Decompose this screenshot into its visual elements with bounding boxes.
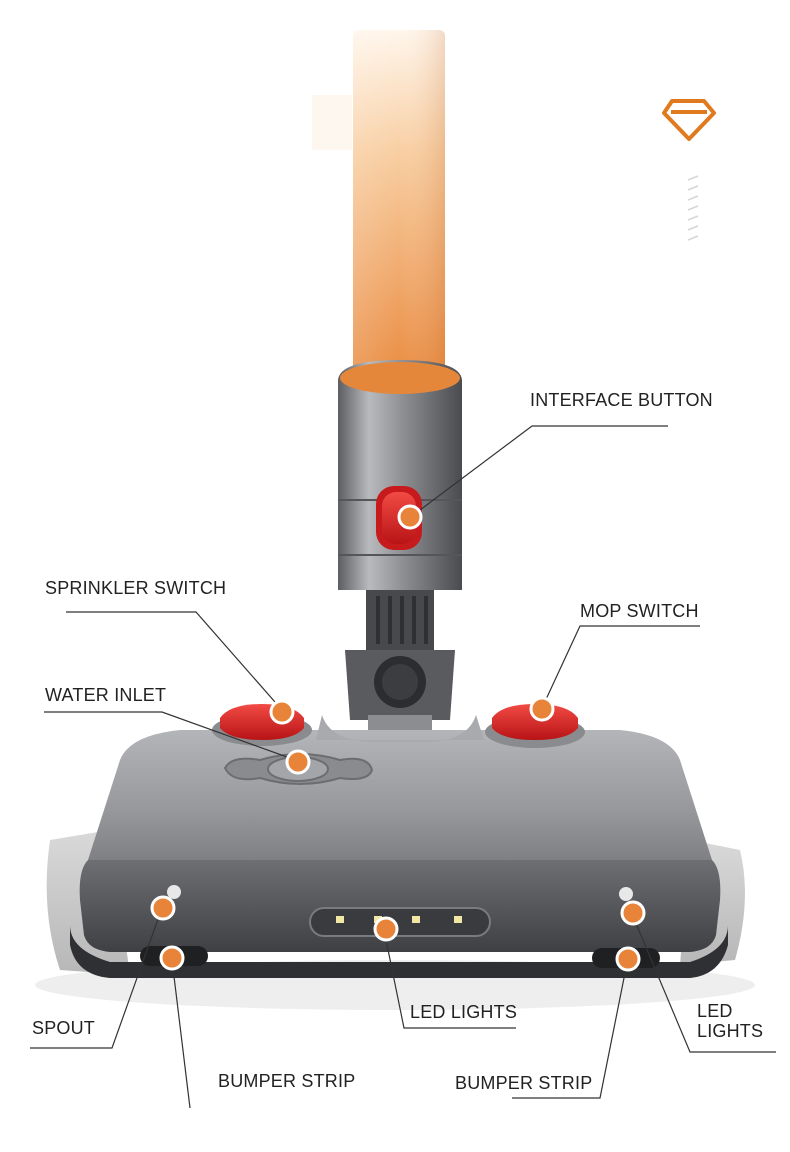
decorative-hatch [687, 175, 699, 241]
marker-water-inlet [285, 749, 311, 775]
label-led-lights-right-line2: LIGHTS [697, 1021, 764, 1041]
connector-housing [338, 360, 462, 590]
spout-left-shape [167, 885, 181, 899]
label-mop-switch: MOP SWITCH [580, 601, 699, 621]
markers [150, 504, 646, 972]
handle-tube [312, 30, 445, 390]
label-sprinkler-switch: SPRINKLER SWITCH [45, 578, 227, 598]
marker-bumper-strip-left [159, 945, 185, 971]
marker-mop-switch [529, 696, 555, 722]
label-water-inlet: WATER INLET [45, 685, 167, 705]
label-led-lights-right-line1: LED [697, 1001, 733, 1021]
marker-bumper-strip-right [615, 946, 641, 972]
marker-interface-button [397, 504, 423, 530]
diamond-icon [662, 99, 716, 141]
label-led-lights-center: LED LIGHTS [410, 1002, 518, 1022]
leader-lines [30, 425, 776, 1109]
spout-right-shape [619, 887, 633, 901]
sprinkler-switch-shape [212, 704, 312, 746]
marker-led-lights-right [620, 900, 646, 926]
label-bumper-strip-right: BUMPER STRIP [455, 1073, 593, 1093]
marker-sprinkler-switch [269, 699, 295, 725]
led-strip-shape [309, 907, 491, 937]
label-spout: SPOUT [32, 1018, 96, 1038]
mop-switch-shape [485, 704, 585, 748]
mop-head [70, 715, 728, 978]
label-interface-button: INTERFACE BUTTON [530, 390, 713, 410]
marker-spout [150, 895, 176, 921]
label-bumper-strip-left: BUMPER STRIP [218, 1071, 356, 1091]
marker-led-lights-center [373, 916, 399, 942]
